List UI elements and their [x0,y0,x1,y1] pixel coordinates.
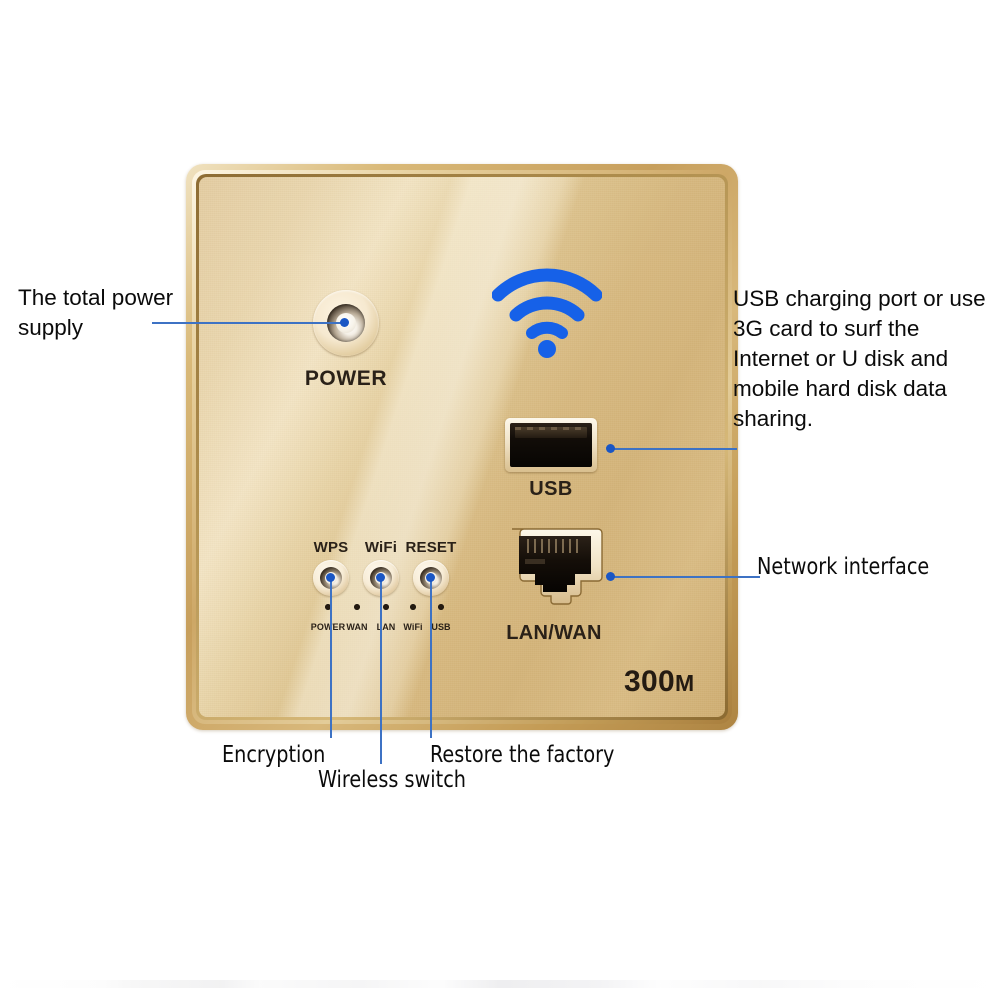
lan-wan-port[interactable] [507,525,603,609]
led-wifi-label: WiFi [403,622,423,632]
panel-texture [199,177,725,717]
leader-dot-restore [426,573,435,582]
annotation-usb-port: USB charging port or use 3G card to surf… [733,286,986,431]
wps-button-label: WPS [313,539,349,556]
leader-line-restore [430,578,432,738]
wifi-signal-icon [491,266,603,358]
leader-dot-power [340,318,349,327]
led-wan-label: WAN [346,622,368,632]
leader-line-usb [612,448,737,450]
speed-rating: 300M [624,665,694,699]
leader-line-power [152,322,344,324]
led-wan [354,604,360,610]
reset-button-label: RESET [405,539,457,556]
speed-unit: M [674,670,695,696]
annotation-wireless-switch: Wireless switch [318,767,466,793]
led-power [325,604,331,610]
leader-dot-encryption [326,573,335,582]
usb-port[interactable] [505,418,597,472]
wifi-button-label: WiFi [364,539,398,556]
speed-number: 300 [624,665,675,698]
usb-port-cavity [510,423,592,467]
led-wifi [410,604,416,610]
leader-dot-wireless [376,573,385,582]
led-usb-label: USB [431,622,451,632]
panel-inner-bevel [196,174,728,720]
panel-outer-bevel [192,170,732,724]
leader-line-encryption [330,578,332,738]
annotation-network-interface: Network interface [757,554,930,580]
power-label: POWER [304,367,388,390]
led-lan [383,604,389,610]
annotation-restore-factory: Restore the factory [430,742,615,768]
panel-gloss-highlight [199,177,725,717]
led-lan-label: LAN [376,622,396,632]
leader-dot-network [606,572,615,581]
usb-port-label: USB [529,478,573,500]
leader-line-network [612,576,760,578]
led-usb [438,604,444,610]
annotation-encryption: Encryption [222,742,326,768]
panel-face [199,177,725,717]
lan-wan-port-label: LAN/WAN [506,622,602,644]
led-power-label: POWER [310,622,346,632]
usb-port-tongue [514,426,588,438]
leader-line-wireless [380,578,382,764]
annotation-power-supply: The total power supply [18,285,174,340]
wall-router-panel [186,164,738,730]
leader-dot-usb [606,444,615,453]
page-bottom-sliver [0,980,1000,988]
